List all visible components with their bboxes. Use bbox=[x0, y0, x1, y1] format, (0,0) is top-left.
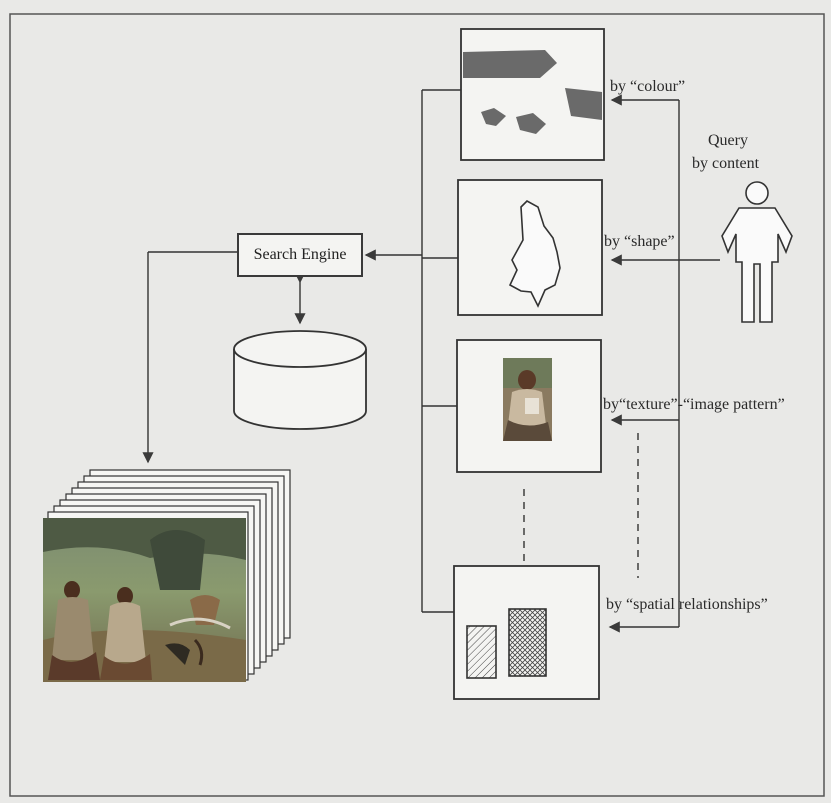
colour-region bbox=[463, 50, 557, 78]
colour-region bbox=[481, 108, 506, 126]
colour-region bbox=[565, 88, 602, 120]
label-by-texture: by“texture”-“image pattern” bbox=[603, 396, 785, 413]
label-by-shape: by “shape” bbox=[604, 233, 675, 250]
search-engine-box: Search Engine bbox=[237, 233, 363, 277]
database-cylinder-icon bbox=[233, 330, 367, 430]
colour-region bbox=[516, 113, 546, 134]
arrow-engine-results bbox=[142, 251, 237, 464]
painting-front bbox=[43, 518, 246, 682]
person-icon bbox=[721, 181, 793, 323]
spatial-frame bbox=[453, 565, 600, 700]
shape-outline bbox=[508, 200, 561, 308]
colour-frame bbox=[460, 28, 605, 161]
spatial-region-a bbox=[466, 625, 497, 679]
shape-frame bbox=[457, 179, 603, 316]
query-title-line1: Query bbox=[708, 132, 748, 149]
texture-frame bbox=[456, 339, 602, 473]
label-by-spatial: by “spatial relationships” bbox=[606, 596, 768, 613]
collector-lines bbox=[421, 89, 461, 613]
spatial-region-b bbox=[508, 608, 547, 677]
query-title-line2: by content bbox=[692, 155, 760, 172]
label-by-colour: by “colour” bbox=[610, 78, 686, 95]
query-lines bbox=[608, 94, 720, 633]
page-frame bbox=[9, 13, 825, 797]
search-engine-label: Search Engine bbox=[253, 246, 347, 263]
